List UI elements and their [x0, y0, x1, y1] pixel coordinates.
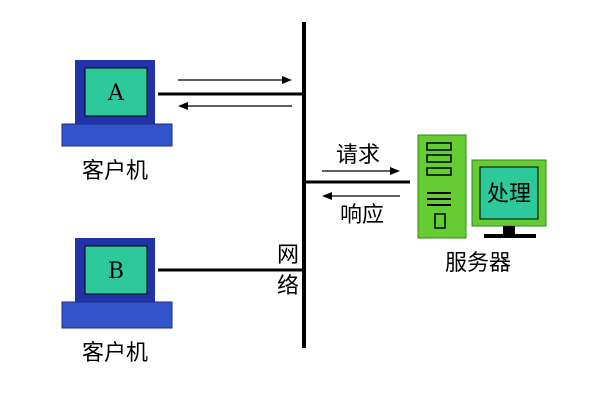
client-a-computer: A 客户机	[61, 60, 173, 184]
client-b-screen	[84, 245, 148, 295]
client-a-caption: 客户机	[82, 159, 148, 184]
server-monitor-neck	[503, 226, 515, 234]
client-a-send-arrow	[178, 76, 292, 84]
client-b-base	[61, 301, 173, 329]
server-screen	[479, 166, 539, 220]
server-power-slot	[434, 213, 446, 229]
response-arrow	[322, 192, 400, 200]
server-drive-bay-2	[426, 154, 452, 163]
request-label: 请求	[336, 143, 380, 168]
server-caption: 服务器	[445, 251, 511, 276]
client-a-base	[61, 123, 173, 147]
server-monitor-stand	[484, 234, 536, 238]
server-drive-bay-3	[426, 167, 452, 176]
client-b-screen-label: B	[108, 259, 124, 284]
server-drive-bay-1	[426, 142, 452, 151]
client-a-screen-label: A	[107, 81, 125, 106]
server-computer: 处理 服务器	[417, 134, 547, 276]
client-b-computer: B 客户机	[61, 238, 173, 366]
client-b-caption: 客户机	[82, 341, 148, 366]
response-label: 响应	[340, 203, 384, 228]
network-label-2: 络	[277, 274, 299, 299]
request-arrow	[322, 167, 400, 175]
network-label-1: 网	[277, 243, 299, 268]
client-a-receive-arrow	[178, 102, 292, 110]
client-a-screen	[84, 67, 148, 117]
server-monitor-label: 处理	[487, 182, 531, 207]
